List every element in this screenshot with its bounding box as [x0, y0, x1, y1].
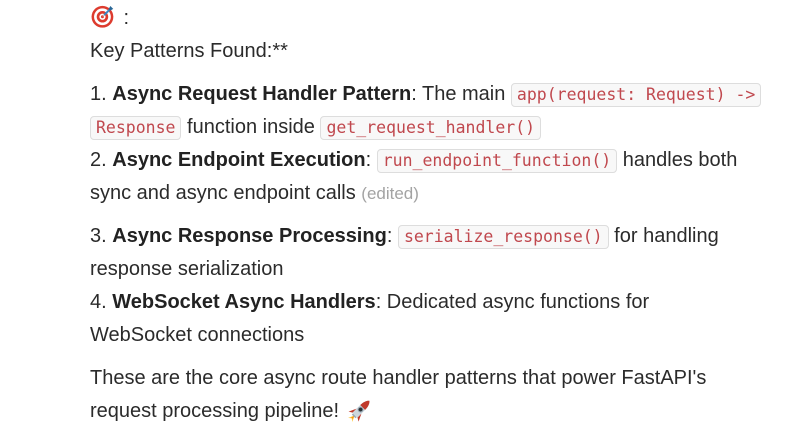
text-run: : [118, 7, 130, 29]
text-run: : [386, 225, 398, 247]
bold-text-run: Async Request Handler Pattern [112, 83, 412, 105]
text-run: sync and async endpoint calls [90, 182, 362, 204]
text-run: : [365, 149, 377, 171]
text-run: Key Patterns Found:** [90, 40, 288, 62]
list-items-1-2-paragraph: 1. Async Request Handler Pattern: The ma… [90, 78, 790, 210]
text-run: for handling [608, 225, 719, 247]
text-run: response serialization [90, 258, 284, 280]
text-run: WebSocket connections [90, 324, 305, 346]
text-run: 2. [90, 149, 113, 171]
chat-message-body: : Key Patterns Found:** 1. Async Request H… [90, 2, 790, 428]
text-run: : The main [411, 83, 511, 105]
bold-text-run: Async Endpoint Execution [112, 149, 366, 171]
text-run: request processing pipeline! [90, 400, 345, 422]
list-items-3-4-paragraph: 3. Async Response Processing: serialize_… [90, 220, 790, 352]
emoji-header-paragraph: : Key Patterns Found:** [90, 2, 790, 68]
text-run: : Dedicated async functions for [375, 291, 650, 313]
edited-indicator: (edited) [361, 184, 419, 203]
bold-text-run: Async Response Processing [112, 225, 387, 247]
inline-code: Response [90, 116, 182, 140]
text-run: 3. [90, 225, 113, 247]
bold-text-run: WebSocket Async Handlers [112, 291, 376, 313]
text-run: 1. [90, 83, 113, 105]
rocket-emoji [347, 400, 370, 423]
inline-code: get_request_handler() [320, 116, 542, 140]
inline-code: app(request: Request) -> [510, 83, 762, 107]
closing-paragraph: These are the core async route handler p… [90, 362, 790, 428]
inline-code: serialize_response() [397, 225, 609, 249]
text-run: These are the core async route handler p… [90, 367, 707, 389]
text-run: function inside [181, 116, 321, 138]
dartboard-emoji [91, 5, 114, 28]
inline-code: run_endpoint_function() [376, 149, 618, 173]
text-run: handles both [617, 149, 738, 171]
text-run: 4. [90, 291, 113, 313]
message-blocks: : Key Patterns Found:** 1. Async Request H… [90, 2, 790, 428]
